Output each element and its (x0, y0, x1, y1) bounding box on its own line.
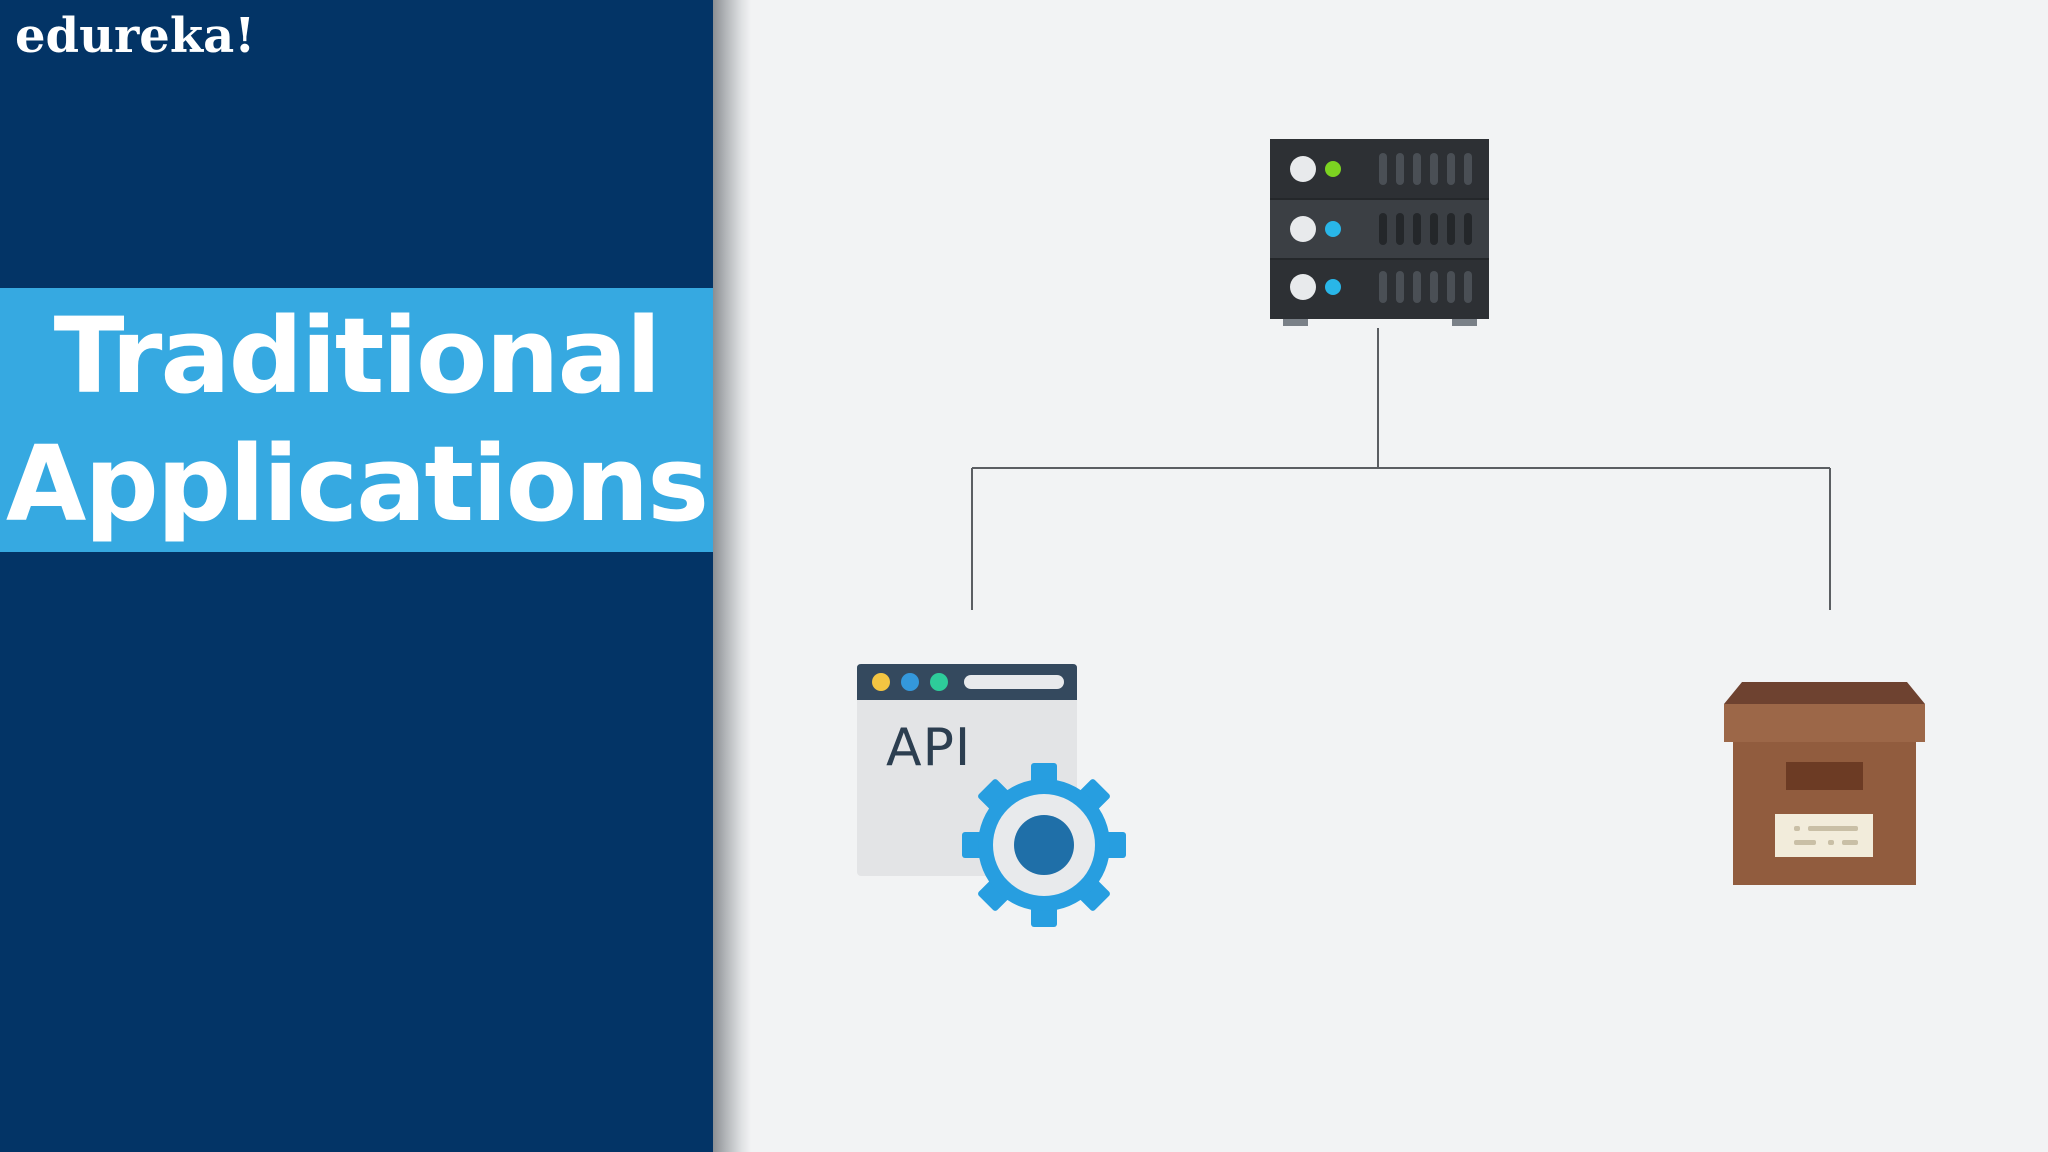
server-unit-3 (1290, 271, 1472, 303)
box-label (1775, 814, 1873, 857)
window-dot-green (930, 673, 948, 691)
connector-lines (971, 328, 1831, 610)
slide-title-line-1: Traditional (53, 295, 662, 417)
left-panel (0, 0, 713, 1152)
panel-shadow (713, 0, 751, 1152)
slide-title-line-2: Applications (5, 423, 709, 545)
server-icon (1270, 139, 1489, 326)
box-lid-top (1724, 682, 1925, 704)
api-gear-icon (857, 664, 1126, 927)
server-unit-2 (1290, 213, 1472, 245)
api-label: API (886, 718, 972, 778)
edureka-logo: edureka! (15, 8, 256, 64)
box-handle (1786, 762, 1863, 790)
window-dot-yellow (872, 673, 890, 691)
window-dot-blue (901, 673, 919, 691)
server-unit-1 (1290, 153, 1472, 185)
address-bar (964, 675, 1064, 689)
box-lid-front (1724, 704, 1925, 742)
gear-icon (962, 763, 1126, 927)
title-band: Traditional Applications (0, 288, 713, 552)
archive-box-icon (1724, 682, 1925, 885)
